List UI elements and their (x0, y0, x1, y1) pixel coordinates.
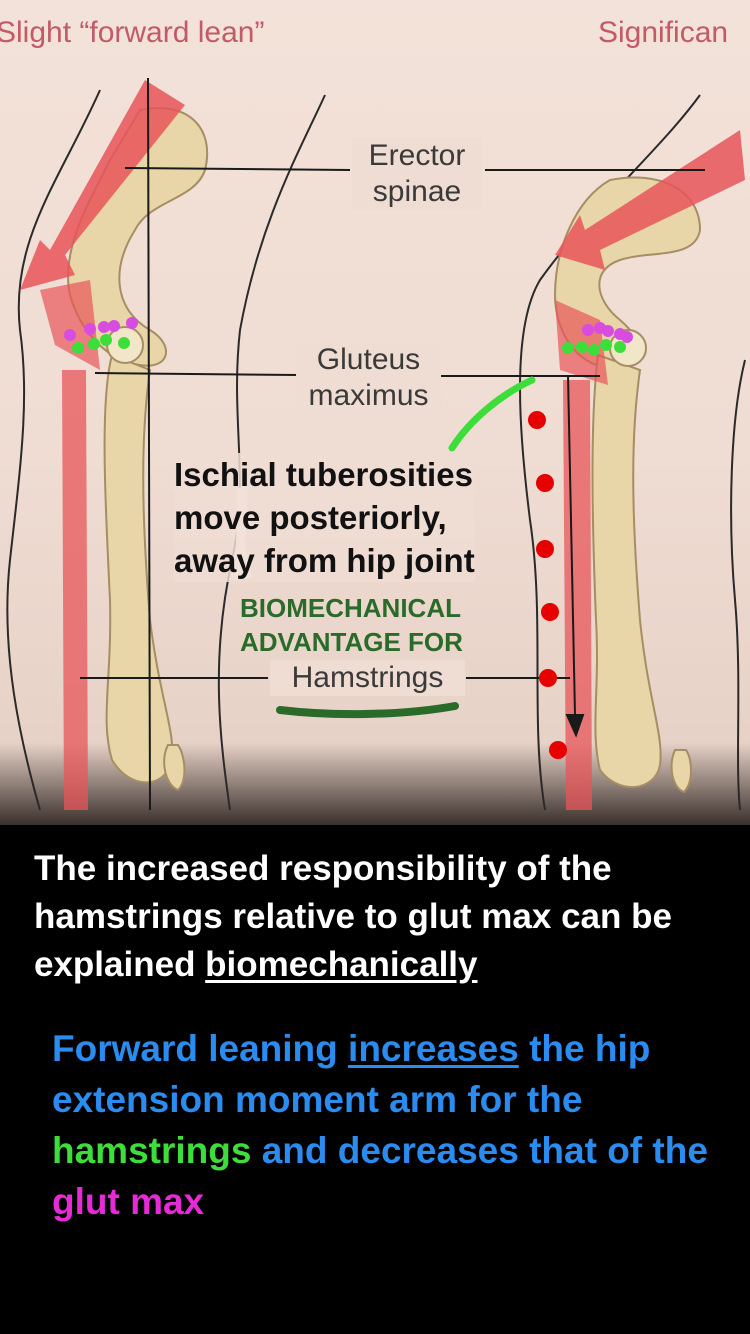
anatomy-diagram: Slight “forward lean” Significan Erector… (0, 0, 750, 825)
right-vertical-line (567, 374, 576, 716)
para2-text-later: and decreases that of the (251, 1130, 708, 1171)
biomechanical-advantage-annotation: BIOMECHANICAL ADVANTAGE FOR (240, 591, 463, 659)
green-moment-arm-stroke (448, 376, 536, 452)
hamstrings-underline-stroke (276, 702, 459, 719)
left-skeleton (67, 107, 209, 792)
advantage-line2: ADVANTAGE FOR (240, 627, 463, 657)
erector-label-line2: spinae (372, 175, 462, 208)
left-back-outline (6, 89, 101, 811)
right-hamstrings-band (563, 380, 592, 810)
left-pelvis (67, 107, 209, 367)
ischial-annotation-line3: away from hip joint (174, 542, 475, 579)
forward-leaning-paragraph: Forward leaning increases the hip extens… (52, 1023, 742, 1227)
right-front-outline (730, 359, 746, 811)
left-panel-title: Slight “forward lean” (0, 16, 265, 49)
right-panel-title: Significan (598, 16, 729, 49)
magenta-markers (64, 317, 633, 343)
gluteus-label-line1: Gluteus (316, 343, 421, 376)
hamstrings-highlight: hamstrings (52, 1130, 252, 1171)
left-front-outline (217, 94, 326, 811)
ischial-annotation-line2: move posteriorly, (174, 499, 447, 536)
right-erector-spinae-arrow (555, 130, 745, 270)
reference-lines (147, 77, 585, 811)
left-femur (103, 353, 174, 784)
right-femur (591, 353, 662, 788)
left-erector-spinae-arrow (20, 80, 185, 290)
explanation-paragraph: The increased responsibility of the hams… (34, 845, 734, 989)
anatomy-illustration (6, 77, 746, 811)
ischial-annotation-line1: Ischial tuberosities (174, 456, 473, 493)
glut-max-highlight: glut max (52, 1181, 205, 1222)
ischial-annotation: Ischial tuberosities move posteriorly, a… (174, 453, 475, 582)
erector-spinae-label: Erector spinae (352, 138, 482, 210)
right-vertical-arrowhead (565, 714, 585, 738)
leader-lines (80, 167, 705, 679)
advantage-line1: BIOMECHANICAL (240, 593, 461, 623)
hamstrings-label: Hamstrings (270, 660, 465, 696)
left-hamstrings-band (62, 370, 88, 810)
biomechanically-underlined: biomechanically (205, 945, 478, 984)
green-markers (72, 334, 626, 356)
erector-label-line1: Erector (368, 139, 466, 172)
gluteus-leader-left (94, 372, 299, 376)
red-markers (528, 411, 567, 759)
erector-leader-left (124, 167, 351, 171)
left-patella (163, 744, 186, 792)
left-gluteus-band (40, 280, 100, 370)
gluteus-maximus-label: Gluteus maximus (296, 342, 441, 414)
right-patella (670, 749, 692, 794)
gluteus-label-line2: maximus (308, 379, 429, 412)
explanation-text: The increased responsibility of the hams… (34, 849, 672, 984)
caption-area: The increased responsibility of the hams… (0, 825, 750, 1334)
para2-text-middle: the hip extension moment arm for the (52, 1028, 651, 1120)
left-vertical-line (147, 77, 151, 811)
increases-underlined: increases (348, 1028, 519, 1069)
para2-text-start: Forward leaning (52, 1028, 349, 1069)
